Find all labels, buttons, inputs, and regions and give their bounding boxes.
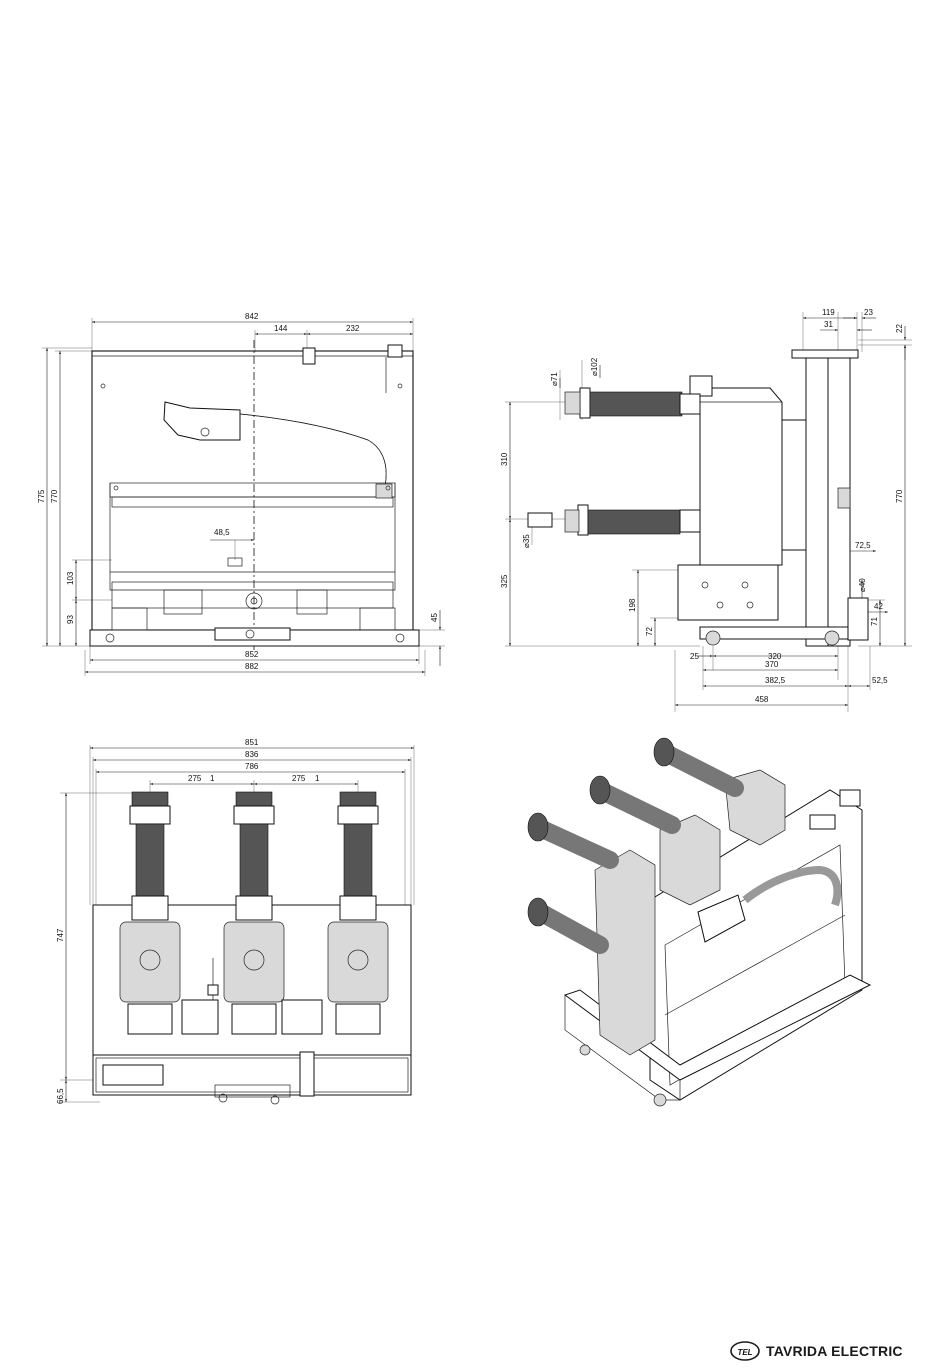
top-view: 851 836 786 275 1 275 1 747 66,5 [56,738,414,1104]
side-dim-382-5: 382,5 [765,676,786,685]
iso-bushing-3 [590,776,672,825]
iso-bushing-4 [654,738,735,788]
side-dim-370: 370 [765,660,779,669]
brand-logo: TEL TAVRIDA ELECTRIC [730,1340,903,1362]
side-dim-25: 25 [690,652,699,661]
front-dim-852: 852 [245,650,259,659]
side-dim-dia-40: ⌀40 [858,578,867,592]
pole-housing [700,388,782,565]
iso-bushing-2 [528,898,600,945]
brand-name: TAVRIDA ELECTRIC [766,1343,903,1359]
front-dim-103: 103 [66,571,75,585]
front-dim-770: 770 [50,489,59,503]
top-dim-66-5: 66,5 [56,1088,65,1104]
isometric-view [528,738,870,1106]
side-view: 119 23 31 22 770 72,5 71 ⌀40 42 310 325 [500,308,912,712]
tel-logo-icon: TEL [730,1341,760,1361]
top-dim-tol-b: 1 [315,774,320,783]
side-dim-23: 23 [864,308,873,317]
top-dim-836: 836 [245,750,259,759]
front-dim-882: 882 [245,662,259,671]
front-dim-48-5: 48,5 [214,528,230,537]
top-dim-275-a: 275 [188,774,202,783]
front-view: 842 144 232 775 770 103 93 45 852 882 [37,312,445,676]
front-dim-144: 144 [274,324,288,333]
side-dim-198: 198 [628,598,637,612]
side-dim-119: 119 [822,308,835,317]
side-dim-458: 458 [755,695,769,704]
side-dim-dia-71: ⌀71 [550,372,559,386]
iso-bushing-1 [528,813,610,860]
top-dim-786: 786 [245,762,259,771]
side-dim-770: 770 [895,489,904,503]
side-dim-22: 22 [895,324,904,333]
top-dim-747: 747 [56,928,65,942]
side-dim-325: 325 [500,574,509,588]
front-panel-outline [92,351,413,630]
side-dim-dia-35: ⌀35 [522,534,531,548]
side-dim-310: 310 [500,452,509,466]
front-dim-93: 93 [66,615,75,624]
front-dim-842: 842 [245,312,259,321]
top-dim-275-b: 275 [292,774,306,783]
side-dim-42: 42 [874,602,883,611]
side-dim-31: 31 [824,320,833,329]
front-dim-775: 775 [37,489,46,503]
side-dim-71: 71 [870,617,879,626]
front-dim-45: 45 [430,613,439,622]
logo-text: TEL [737,1348,752,1357]
side-dim-72-5: 72,5 [855,541,871,550]
front-dim-232: 232 [346,324,360,333]
side-dim-dia-102: ⌀102 [590,357,599,376]
side-dim-72: 72 [645,627,654,636]
side-dim-52-5: 52,5 [872,676,888,685]
top-dim-851: 851 [245,738,259,747]
top-dim-tol-a: 1 [210,774,215,783]
